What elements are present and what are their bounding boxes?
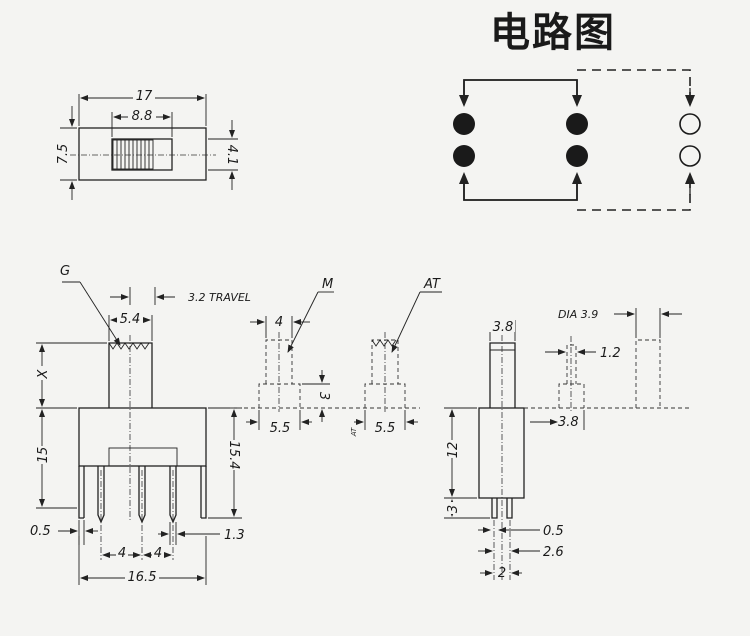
dim-x: X [36, 368, 51, 379]
contact-open [679, 145, 701, 167]
dim-travel: 3.2 TRAVEL [188, 291, 251, 304]
dim-8-8: 8.8 [132, 109, 153, 124]
dim-15-4: 15.4 [226, 441, 241, 470]
knob-m-view: M 4 3 5.5 [230, 277, 420, 436]
page-title: 电路图 [490, 10, 616, 56]
dim-1-2: 1.2 [600, 346, 621, 361]
front-view: G 3.2 TRAVEL 5.4 X 15 15.4 [30, 264, 251, 585]
dim-16-5: 16.5 [128, 570, 157, 585]
at-mark: AT [350, 427, 358, 437]
dim-5-4: 5.4 [120, 312, 141, 327]
label-m: M [322, 277, 333, 292]
dim-side-12: 12 [446, 442, 461, 459]
dim-side-3-8: 3.8 [493, 320, 514, 335]
dim-side-2-6: 2.6 [543, 545, 564, 560]
dim-m-5-5: 5.5 [270, 421, 291, 436]
dim-17: 17 [136, 89, 153, 104]
circuit-diagram [453, 69, 701, 211]
dim-0-5: 0.5 [30, 524, 51, 539]
label-g: G [60, 264, 70, 279]
dim-15: 15 [36, 447, 51, 464]
dim-4-right: 4 [154, 546, 162, 561]
dim-4-left: 4 [118, 546, 126, 561]
contact-dot [566, 113, 588, 135]
contact-dot [566, 145, 588, 167]
dim-side-0-5: 0.5 [543, 524, 564, 539]
dim-1-3: 1.3 [224, 528, 245, 543]
top-view: 17 8.8 7.5 4.1 [56, 88, 239, 200]
dim-side-2: 2 [498, 566, 506, 581]
dim-pin-3-8: 3.8 [558, 415, 579, 430]
dim-m-4: 4 [275, 315, 283, 330]
contact-dot [453, 113, 475, 135]
knob-at-view: AT 5.5 AT [350, 277, 442, 437]
dim-dia-3-9: DIA 3.9 [558, 308, 598, 321]
pin-detail: 1.2 3.8 DIA 3.9 [524, 308, 690, 430]
dim-at-5-5: 5.5 [375, 421, 396, 436]
contact-dot [453, 145, 475, 167]
contact-open [679, 113, 701, 135]
dim-7-5: 7.5 [56, 144, 71, 165]
side-view: 3.8 12 3 0.5 2.6 2 [444, 318, 564, 581]
dim-m-3: 3 [316, 392, 331, 400]
dim-side-3: 3 [446, 505, 461, 513]
label-at: AT [423, 277, 441, 292]
dim-4-1: 4.1 [224, 145, 239, 166]
